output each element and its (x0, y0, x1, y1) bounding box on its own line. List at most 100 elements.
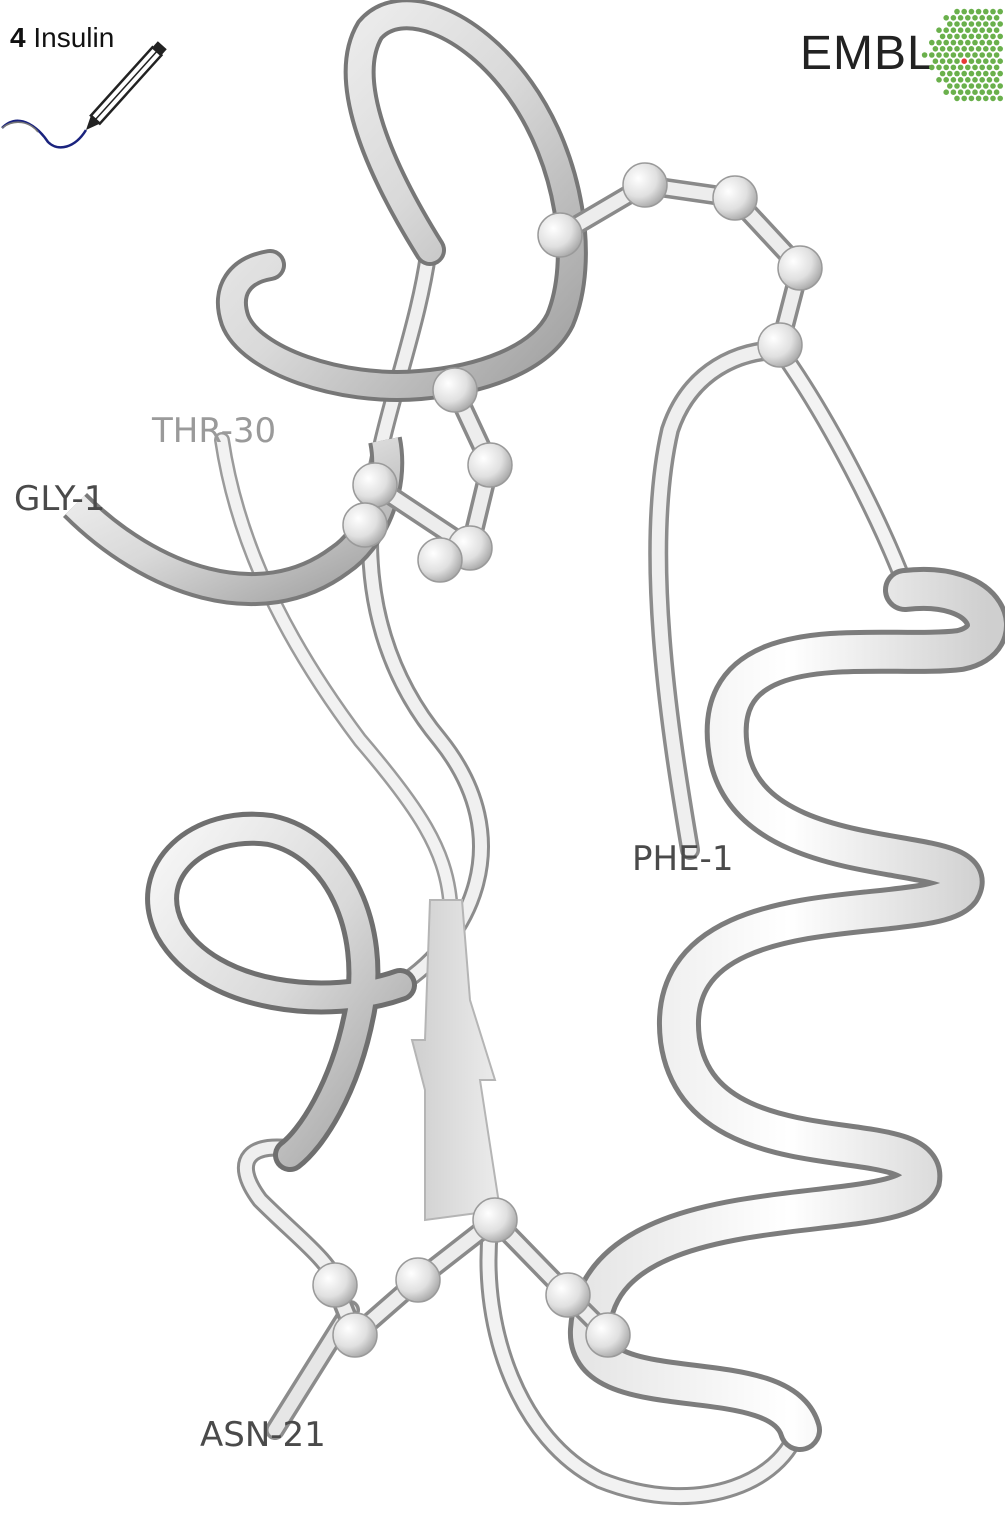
logo-dot (965, 14, 971, 21)
logo-dot (929, 52, 935, 58)
right-alpha-helix (568, 566, 1005, 1452)
logo-dot (939, 70, 946, 77)
logo-dot (950, 89, 957, 95)
logo-dot (965, 39, 971, 46)
logo-dot (957, 14, 964, 21)
logo-dot (939, 58, 946, 64)
logo-dot (990, 95, 996, 102)
logo-dot (986, 52, 993, 58)
logo-dot (975, 58, 982, 64)
logo-dot (972, 89, 978, 95)
top-hairpin-ribbon (215, 0, 588, 402)
atom-ball (312, 1262, 358, 1308)
logo-dot (997, 58, 1003, 64)
logo-dot (993, 52, 1000, 58)
logo-dot (961, 58, 967, 64)
embl-logo-text: EMBL (800, 27, 935, 80)
logo-dot (990, 33, 996, 40)
logo-dot (943, 39, 949, 46)
logo-dot (950, 52, 957, 58)
logo-dot (979, 64, 985, 71)
logo-dot (990, 21, 996, 27)
left-helix-ribbon (145, 811, 417, 1172)
logo-dot (957, 27, 964, 33)
beta-strand-arrow (410, 899, 502, 1222)
logo-dot (961, 21, 967, 27)
logo-dot (954, 95, 960, 102)
logo-dot (983, 8, 989, 15)
logo-dot (932, 58, 939, 64)
logo-dot (979, 52, 985, 58)
logo-dot (936, 52, 942, 58)
atom-ball (585, 1312, 631, 1358)
logo-dot (983, 21, 989, 27)
logo-dot (947, 70, 953, 77)
logo-dot (986, 27, 993, 33)
logo-dot (943, 77, 949, 83)
pencil-icon (1, 41, 167, 149)
logo-dot (975, 8, 982, 15)
logo-dot (932, 46, 939, 52)
logo-dot (979, 89, 985, 95)
logo-dot (979, 39, 985, 46)
logo-dot (957, 52, 964, 58)
logo-dot (947, 33, 953, 40)
logo-dot (990, 58, 996, 64)
logo-dot (972, 39, 978, 46)
logo-dot (986, 39, 993, 46)
logo-dot (997, 70, 1003, 77)
logo-dot (993, 39, 1000, 46)
logo-dot (936, 77, 942, 83)
atom-ball (545, 1272, 591, 1318)
logo-dot (954, 33, 960, 40)
logo-dot (968, 8, 975, 15)
logo-dot (943, 27, 949, 33)
logo-dot (972, 27, 978, 33)
logo-dot (983, 83, 989, 89)
logo-dot (950, 77, 957, 83)
logo-dot (990, 83, 996, 89)
logo-dot (975, 95, 982, 102)
logo-dot (936, 64, 942, 71)
logo-dot (993, 89, 1000, 95)
logo-dot (968, 58, 975, 64)
logo-dot (979, 27, 985, 33)
logo-dot (965, 77, 971, 83)
logo-dot (975, 46, 982, 52)
logo-dot (954, 46, 960, 52)
logo-dot (939, 33, 946, 40)
atom-ball (622, 162, 668, 208)
logo-dot (986, 14, 993, 21)
atom-ball (467, 442, 513, 488)
atom-ball (537, 212, 583, 258)
logo-dot (936, 39, 942, 46)
logo-dot (983, 95, 989, 102)
logo-dot (954, 21, 960, 27)
logo-dot (979, 14, 985, 21)
logo-dot (957, 39, 964, 46)
logo-dot (957, 64, 964, 71)
logo-dot (975, 21, 982, 27)
logo-dot (997, 95, 1003, 102)
logo-dot (947, 46, 953, 52)
logo-dot (957, 77, 964, 83)
logo-dot (972, 52, 978, 58)
logo-dot (961, 8, 967, 15)
logo-dot (961, 95, 967, 102)
logo-dot (997, 8, 1003, 15)
logo-dot (968, 70, 975, 77)
logo-dot (986, 77, 993, 83)
logo-dot (997, 21, 1003, 27)
logo-dot (950, 64, 957, 71)
atom-ball (342, 502, 388, 548)
logo-dot (965, 64, 971, 71)
figure-title-text: Insulin (33, 22, 115, 53)
logo-dot (921, 52, 928, 58)
logo-dot (961, 46, 967, 52)
logo-dot (943, 52, 949, 58)
logo-dot (950, 14, 957, 21)
figure-number: 4 (10, 22, 26, 53)
logo-dot (947, 83, 953, 89)
label-asn-21: ASN-21 (200, 1415, 326, 1455)
